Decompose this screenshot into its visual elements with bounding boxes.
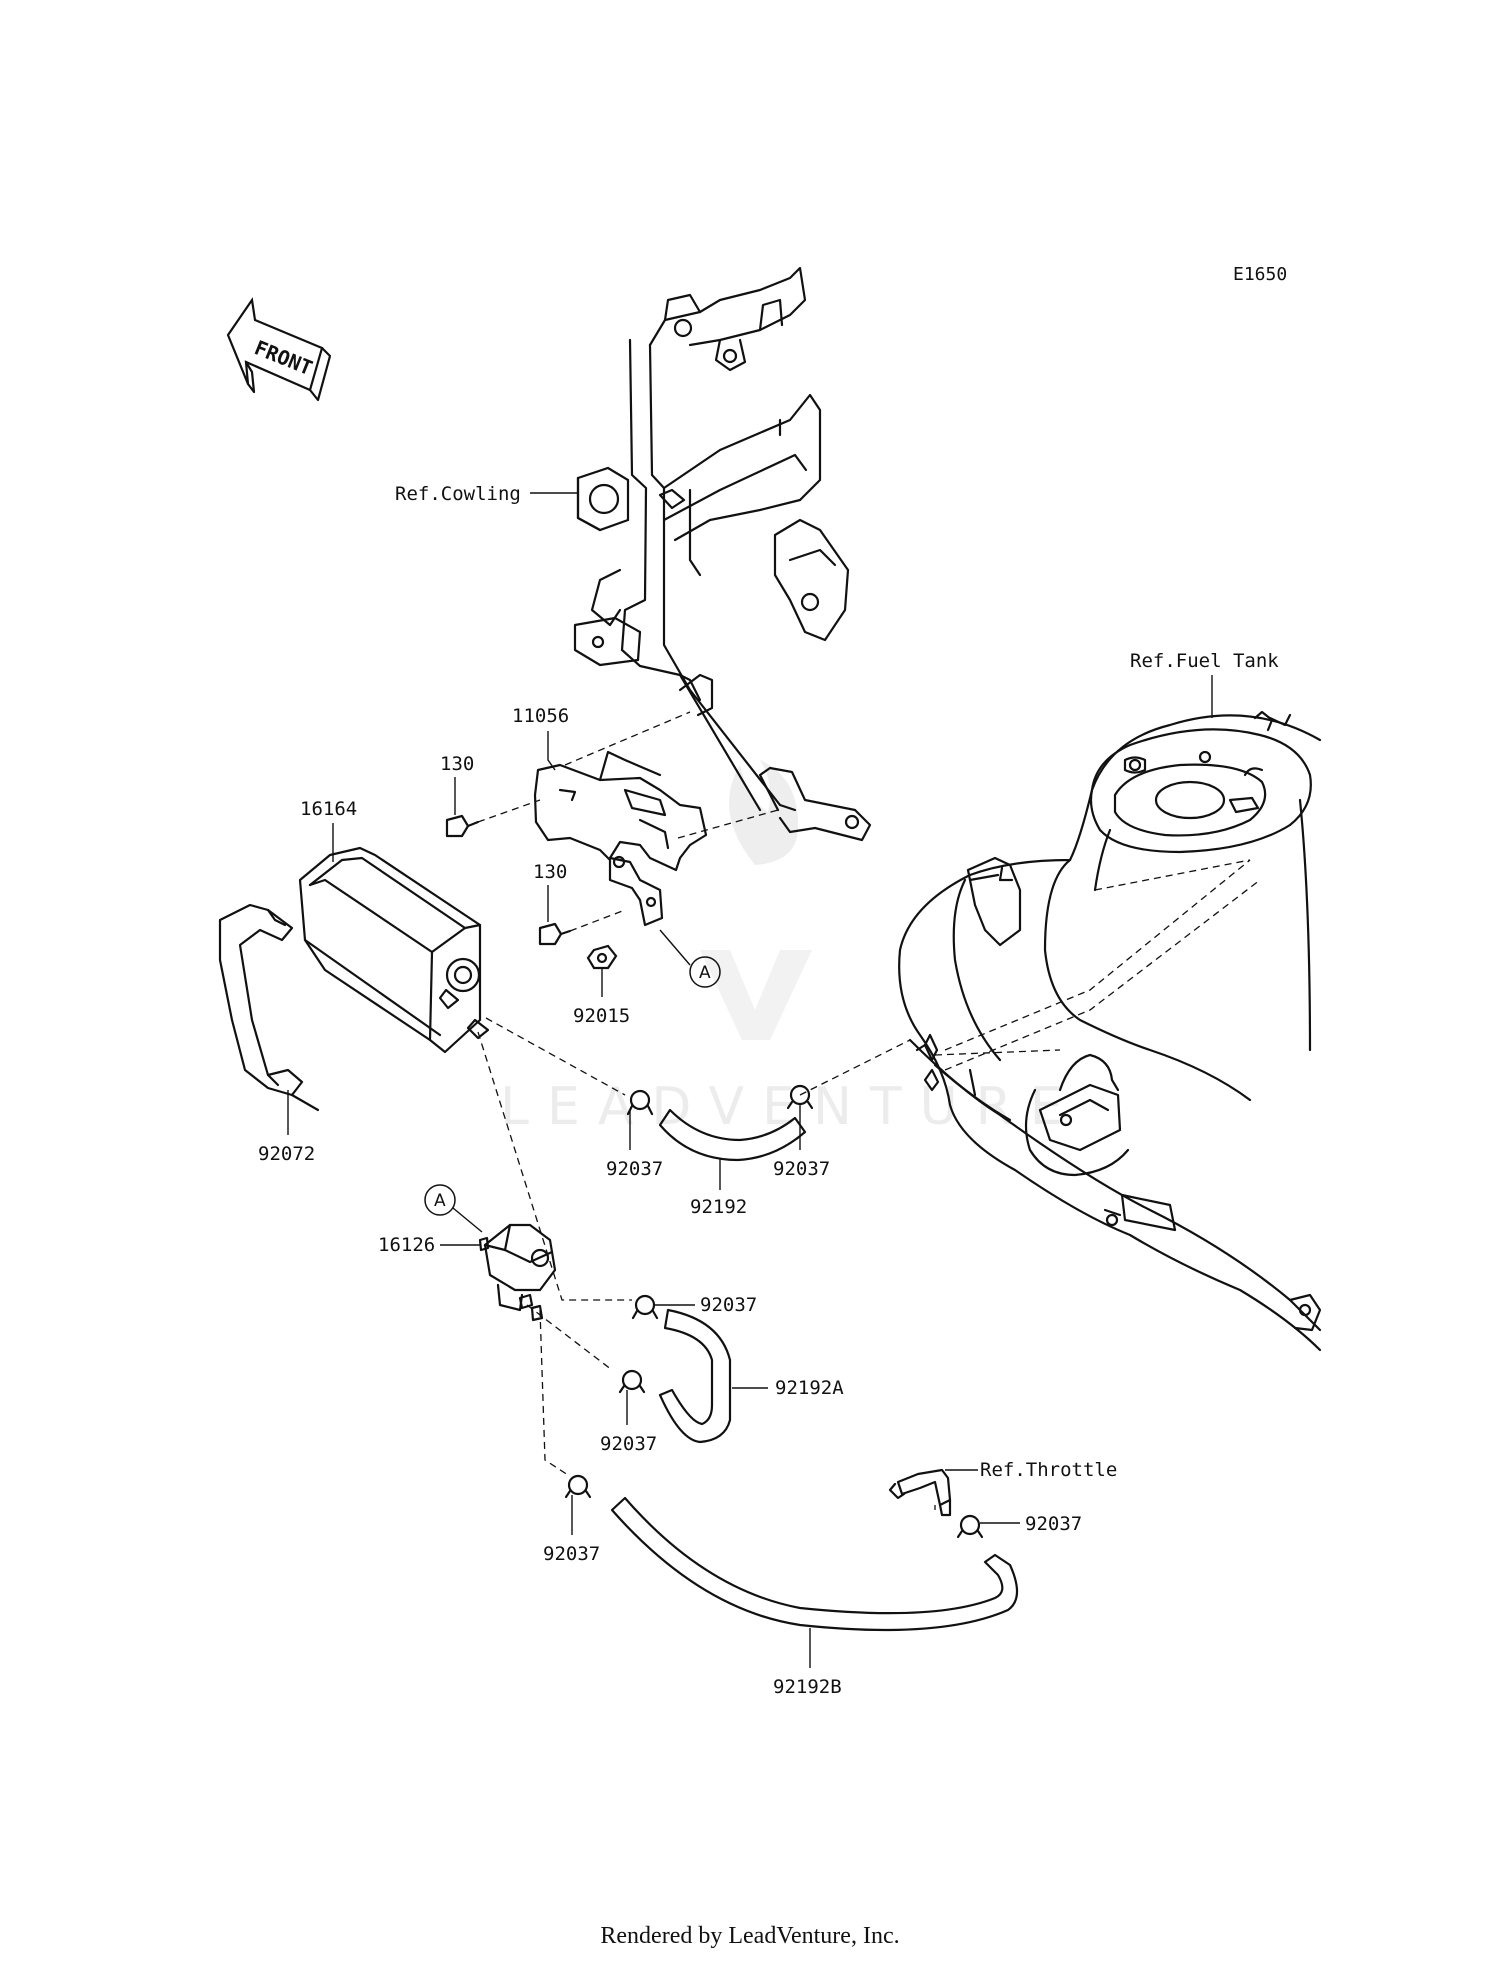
ref-cowling-label: Ref.Cowling (395, 483, 521, 505)
valve-part-number: 16126 (378, 1234, 435, 1256)
bracket-part-number: 11056 (512, 705, 569, 727)
hose-part-number: 92192 (690, 1196, 747, 1218)
ref-mark-a-upper (689, 956, 721, 988)
ref-fuel-tank-label: Ref.Fuel Tank (1130, 650, 1279, 672)
assembly-line-canister-hose (485, 1017, 626, 1096)
fuel-tank (898, 710, 1322, 1352)
clamp-3-part-number: 92037 (700, 1294, 757, 1316)
clamp-6-part-number: 92037 (1025, 1513, 1082, 1535)
watermark-text: LEADVENTURE (500, 1077, 1081, 1137)
hose-b-part-number: 92192B (773, 1676, 842, 1698)
clamp-4-part-number: 92037 (600, 1433, 657, 1455)
canister-part (298, 846, 490, 1054)
clamp-2-part-number: 92037 (773, 1158, 830, 1180)
canister-part-number: 16164 (300, 798, 357, 820)
leader-ref-mark-a-upper (659, 929, 691, 966)
band-part (218, 903, 320, 1112)
leader-bracket (547, 731, 556, 771)
watermark: LEADVENTURE (500, 760, 1081, 1137)
valve-part (478, 1223, 557, 1322)
hose-b-part (610, 1496, 1019, 1632)
ref-mark-a-upper-label: A (699, 963, 711, 983)
cowling-frame (573, 266, 872, 842)
bolt-lower (538, 922, 572, 946)
assembly-line-bolt-lower (569, 909, 626, 932)
bracket-part (533, 750, 708, 927)
assembly-line-bracket-upper (564, 711, 691, 766)
assembly-line-bolt-upper (477, 799, 541, 823)
band-part-number: 92072 (258, 1143, 315, 1165)
clamp-6 (956, 1514, 984, 1539)
ref-mark-a-lower-label: A (434, 1191, 446, 1211)
clamp-2 (786, 1084, 814, 1110)
hose-a-part (658, 1308, 732, 1444)
clamp-5-part-number: 92037 (543, 1543, 600, 1565)
nut-part (586, 944, 618, 970)
clamp-5 (564, 1474, 592, 1499)
assembly-line-valve-hose-b (539, 1309, 569, 1476)
bolt-upper-part-number: 130 (440, 753, 474, 775)
hose-part (658, 1108, 807, 1162)
hose-a-part-number: 92192A (775, 1377, 844, 1399)
ref-mark-a-lower (424, 1184, 456, 1216)
clamp-1-part-number: 92037 (606, 1158, 663, 1180)
assembly-line-bracket-lower (677, 809, 779, 839)
throttle-fitting (888, 1468, 952, 1517)
clamp-4 (618, 1369, 646, 1394)
diagram-code: E1650 (1233, 264, 1287, 285)
leader-ref-mark-a-lower (452, 1207, 483, 1233)
front-arrow-icon: FRONT (226, 297, 332, 402)
footer-credit: Rendered by LeadVenture, Inc. (600, 1923, 900, 1949)
clamp-3 (631, 1294, 659, 1320)
nut-part-number: 92015 (573, 1005, 630, 1027)
assembly-line-tank-hose (799, 1039, 911, 1096)
assembly-line-canister-valve (477, 1031, 632, 1301)
bolt-lower-part-number: 130 (533, 861, 567, 883)
ref-throttle-label: Ref.Throttle (980, 1459, 1117, 1481)
bolt-upper (445, 814, 480, 838)
